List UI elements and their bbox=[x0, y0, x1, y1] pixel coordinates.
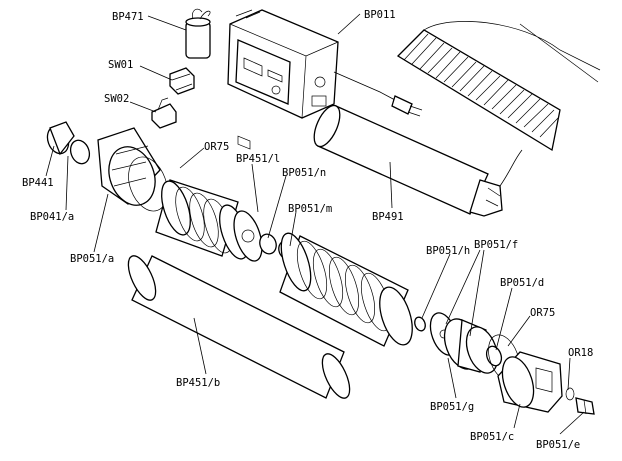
switch-sw02 bbox=[151, 97, 177, 129]
label-or75-top: OR75 bbox=[204, 141, 229, 153]
label-bp051-g: BP051/g bbox=[430, 401, 474, 413]
pump-end-bp441 bbox=[46, 121, 91, 165]
leader-lines bbox=[45, 13, 585, 435]
label-bp051-e: BP051/e bbox=[536, 439, 580, 451]
cable-coil bbox=[396, 21, 601, 152]
label-bp051-d: BP051/d bbox=[500, 277, 544, 289]
label-bp451-b: BP451/b bbox=[176, 377, 220, 389]
oring-or18 bbox=[565, 387, 575, 401]
pump-head-bp051-a bbox=[97, 127, 168, 212]
switch-sw01 bbox=[169, 67, 195, 95]
casing-bp051-c bbox=[497, 351, 563, 413]
part-labels: BP471 BP011 SW01 SW02 BP441 OR75 BP451/l… bbox=[22, 9, 593, 451]
label-sw02: SW02 bbox=[104, 93, 129, 105]
control-box-bp011 bbox=[227, 9, 423, 150]
label-bp051-a: BP051/a bbox=[70, 253, 114, 265]
label-or18: OR18 bbox=[568, 347, 593, 359]
motor-bp491 bbox=[313, 104, 523, 217]
sleeve-bp451-b bbox=[127, 255, 351, 399]
label-or75-right: OR75 bbox=[530, 307, 555, 319]
bushing-bp051-n bbox=[259, 233, 277, 255]
stage-stack-upper bbox=[155, 179, 263, 262]
label-bp051-n: BP051/n bbox=[282, 167, 326, 179]
label-bp051-m: BP051/m bbox=[288, 203, 332, 215]
label-bp451-l: BP451/l bbox=[236, 153, 280, 165]
washer-bp051-h bbox=[414, 316, 426, 332]
label-sw01: SW01 bbox=[108, 59, 133, 71]
label-bp491: BP491 bbox=[372, 211, 404, 223]
cap-bp051-e bbox=[575, 397, 595, 415]
impeller-bp051-f bbox=[443, 318, 499, 374]
label-bp441: BP441 bbox=[22, 177, 54, 189]
label-bp051-c: BP051/c bbox=[470, 431, 514, 443]
label-bp051-h: BP051/h bbox=[426, 245, 470, 257]
capacitor-bp471 bbox=[185, 8, 211, 59]
label-bp471: BP471 bbox=[112, 11, 144, 23]
label-bp051-f: BP051/f bbox=[474, 239, 518, 251]
label-bp041-a: BP041/a bbox=[30, 211, 74, 223]
stage-stack-lower bbox=[279, 232, 413, 347]
label-bp011: BP011 bbox=[364, 9, 396, 21]
